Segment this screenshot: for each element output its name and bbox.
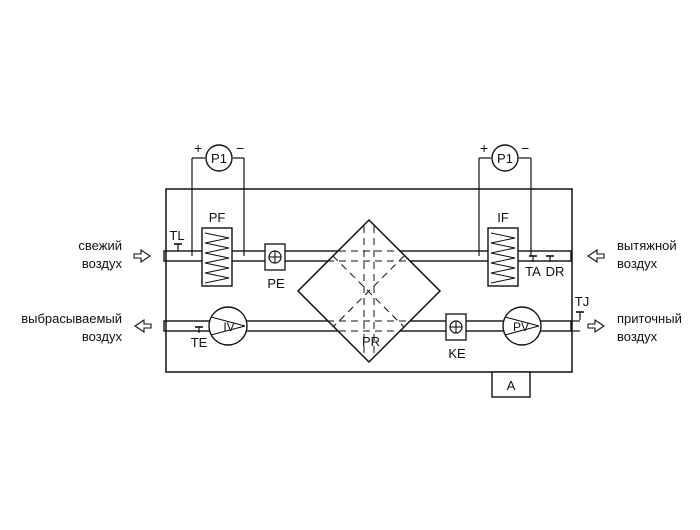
fan-iv — [208, 306, 248, 346]
supply-air-label-line2: воздух — [617, 329, 658, 344]
fan-pv — [502, 306, 542, 346]
a-label: A — [507, 378, 516, 393]
sensor-te — [195, 326, 203, 333]
automation-box-a — [491, 371, 531, 398]
filter-if — [487, 227, 519, 287]
iv-label: IV — [223, 320, 234, 334]
recuperator-pr — [296, 218, 442, 364]
if-label: IF — [497, 210, 509, 225]
p1-left-plus: + — [194, 140, 202, 156]
tl-label: TL — [169, 228, 184, 243]
filter-pf — [201, 227, 233, 287]
exhaust-air-label-line2: воздух — [82, 329, 123, 344]
arrow-right-icon — [133, 248, 151, 264]
arrow-right-icon — [587, 318, 605, 334]
pf-label: PF — [209, 210, 226, 225]
arrow-left-icon — [587, 248, 605, 264]
supply-air-label-line1: приточный — [617, 311, 682, 326]
p1-left-label: P1 — [211, 151, 227, 166]
extract-air-label-line1: вытяжной — [617, 238, 677, 253]
fresh-air-label-line2: воздух — [82, 256, 123, 271]
sensor-ta — [529, 255, 537, 262]
damper-pe — [264, 243, 286, 271]
ta-label: TA — [525, 264, 541, 279]
pv-label: PV — [513, 320, 529, 334]
damper-ke — [445, 313, 467, 341]
dr-label: DR — [546, 264, 565, 279]
sensor-dr — [546, 255, 554, 262]
p1-right-minus: − — [521, 140, 529, 156]
exhaust-air-label-line1: выбрасываемый — [21, 311, 122, 326]
te-label: TE — [191, 335, 208, 350]
sensor-tj — [576, 311, 584, 320]
unit-housing — [165, 188, 573, 373]
tj-label: TJ — [575, 294, 589, 309]
extract-air-label-line2: воздух — [617, 256, 658, 271]
arrow-left-icon — [134, 318, 152, 334]
sensor-tl — [174, 243, 182, 251]
pe-label: PE — [267, 276, 285, 291]
pressure-sensor-p1-left — [191, 144, 245, 256]
pr-label: PR — [362, 334, 380, 349]
p1-right-plus: + — [480, 140, 488, 156]
p1-right-label: P1 — [497, 151, 513, 166]
p1-left-minus: − — [236, 140, 244, 156]
fresh-air-label-line1: свежий — [78, 238, 122, 253]
ke-label: KE — [448, 346, 466, 361]
pressure-sensor-p1-right — [478, 144, 532, 256]
